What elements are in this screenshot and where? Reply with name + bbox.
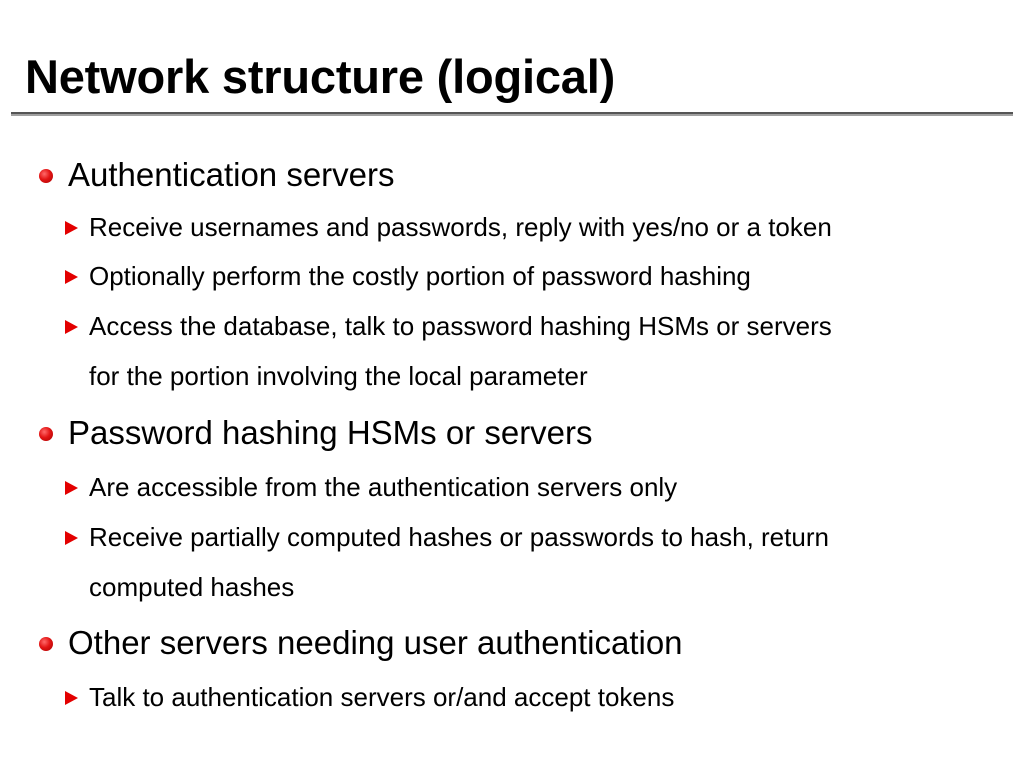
sub-bullet-text: Receive partially computed hashes or pas… <box>89 522 829 552</box>
slide-title: Network structure (logical) <box>25 50 616 103</box>
red-triangle-bullet-icon <box>65 531 78 545</box>
red-triangle-bullet-icon <box>65 691 78 705</box>
title-divider <box>11 112 1013 116</box>
red-triangle-bullet-icon <box>65 481 78 495</box>
sub-bullet-text: Talk to authentication servers or/and ac… <box>89 682 675 712</box>
red-sphere-bullet-icon <box>39 637 53 651</box>
sub-bullet-text: Optionally perform the costly portion of… <box>89 261 751 291</box>
red-triangle-bullet-icon <box>65 221 78 235</box>
red-triangle-bullet-icon <box>65 320 78 334</box>
red-triangle-bullet-icon <box>65 270 78 284</box>
red-sphere-bullet-icon <box>39 169 53 183</box>
sub-bullet-text: Access the database, talk to password ha… <box>89 311 832 341</box>
sub-bullet-text-continued: for the portion involving the local para… <box>89 361 588 391</box>
sub-bullet-text: Receive usernames and passwords, reply w… <box>89 212 832 242</box>
sub-bullet-text-continued: computed hashes <box>89 572 295 602</box>
bullet-heading: Password hashing HSMs or servers <box>68 414 593 451</box>
bullet-heading: Authentication servers <box>68 156 395 193</box>
bullet-heading: Other servers needing user authenticatio… <box>68 624 683 661</box>
sub-bullet-text: Are accessible from the authentication s… <box>89 472 678 502</box>
red-sphere-bullet-icon <box>39 427 53 441</box>
